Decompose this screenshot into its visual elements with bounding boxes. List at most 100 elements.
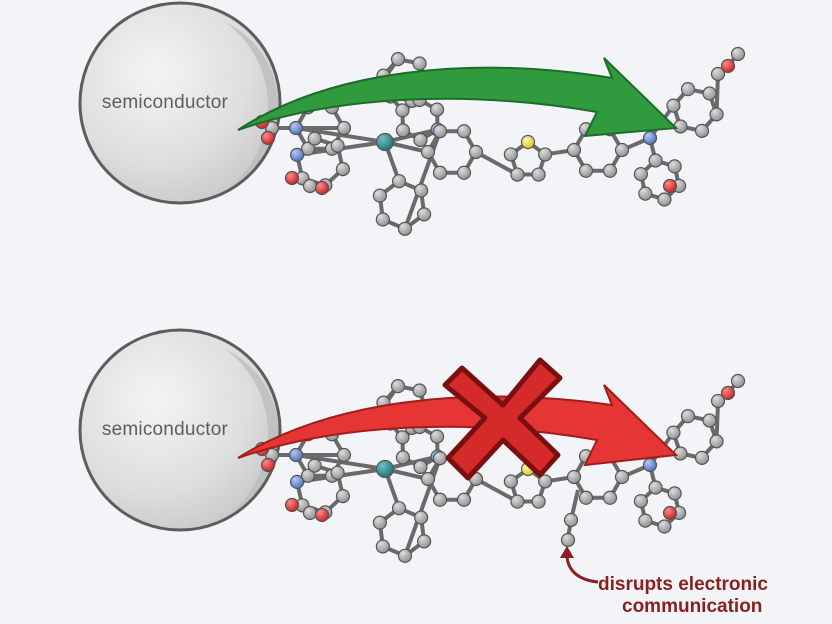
- nitrogen-atom: [642, 130, 658, 146]
- carbon-atom: [702, 86, 717, 101]
- carbon-atom: [390, 52, 406, 67]
- oxygen-atom: [260, 130, 276, 146]
- semiconductor-label: semiconductor: [102, 419, 229, 440]
- carbon-atom: [710, 393, 726, 409]
- carbon-atom: [375, 212, 390, 227]
- bond: [475, 477, 519, 504]
- carbon-atom: [694, 450, 710, 465]
- carbon-atom: [417, 207, 432, 222]
- carbon-atom: [614, 469, 630, 485]
- carbon-atom: [395, 123, 411, 138]
- nitrogen-atom: [288, 447, 304, 463]
- carbon-atom: [372, 515, 387, 530]
- oxygen-atom: [260, 457, 276, 473]
- carbon-atom: [432, 492, 448, 507]
- carbon-atom: [538, 147, 553, 162]
- carbon-atom: [300, 468, 316, 483]
- carbon-atom: [730, 46, 746, 62]
- carbon-atom: [375, 539, 390, 554]
- carbon-atom: [531, 494, 546, 509]
- carbon-atom: [429, 429, 445, 444]
- oxygen-atom: [720, 385, 736, 401]
- carbon-atom: [307, 458, 322, 473]
- carbon-atom: [456, 124, 472, 139]
- carbon-atom: [710, 66, 726, 82]
- panel-allowed-transfer: semiconductor: [78, 1, 746, 236]
- carbon-atom: [666, 98, 681, 113]
- carbon-atom: [709, 434, 724, 449]
- oxygen-atom: [284, 170, 300, 186]
- oxygen-atom: [314, 180, 330, 196]
- carbon-atom: [730, 373, 746, 389]
- oxygen-atom: [284, 497, 300, 513]
- carbon-atom: [429, 102, 445, 117]
- carbon-atom: [413, 132, 428, 148]
- carbon-atom: [372, 188, 387, 203]
- carbon-atom: [390, 379, 406, 394]
- nitrogen-atom: [288, 120, 304, 136]
- carbon-atom: [657, 519, 672, 534]
- carbon-atom: [397, 221, 413, 236]
- carbon-atom: [414, 183, 429, 198]
- carbon-atom: [673, 446, 688, 461]
- carbon-atom: [510, 494, 525, 509]
- carbon-atom: [391, 501, 407, 516]
- carbon-atom: [336, 120, 352, 136]
- carbon-atom: [503, 474, 518, 489]
- carbon-atom: [456, 492, 472, 507]
- carbon-atom: [395, 103, 410, 118]
- carbon-atom: [395, 430, 410, 445]
- carbon-atom: [614, 142, 630, 158]
- oxygen-atom: [720, 58, 736, 74]
- carbon-atom: [566, 142, 582, 158]
- carbon-atom: [510, 167, 525, 182]
- carbon-atom: [432, 124, 448, 139]
- semiconductor-label: semiconductor: [102, 92, 229, 113]
- carbon-atom: [307, 131, 322, 146]
- carbon-atom: [335, 161, 351, 177]
- bond: [403, 457, 442, 557]
- carbon-atom: [666, 425, 681, 440]
- iridium-atom: [375, 132, 395, 152]
- carbon-atom: [680, 82, 696, 97]
- annotation-pointer-arrow: [560, 546, 599, 584]
- panel-blocked-transfer: semiconductor disrupts electronic commun…: [78, 328, 768, 617]
- carbon-atom: [633, 166, 648, 182]
- methyl-substituent: [560, 489, 580, 548]
- nitrogen-atom: [642, 457, 658, 473]
- carbon-atom: [702, 413, 717, 428]
- iridium-atom: [375, 459, 395, 479]
- carbon-atom: [638, 186, 653, 201]
- carbon-atom: [420, 144, 436, 160]
- carbon-atom: [391, 174, 407, 189]
- carbon-atom: [602, 163, 618, 178]
- carbon-atom: [648, 153, 663, 168]
- carbon-atom: [578, 490, 594, 505]
- carbon-atom: [694, 123, 710, 138]
- annotation-line-2: communication: [622, 596, 762, 617]
- carbon-atom: [602, 490, 618, 505]
- blocked-x-icon: [442, 357, 563, 481]
- carbon-atom: [531, 167, 546, 182]
- carbon-atom: [417, 534, 432, 549]
- oxygen-atom: [662, 505, 678, 521]
- carbon-atom: [302, 505, 318, 521]
- carbon-atom: [330, 138, 345, 153]
- carbon-atom: [648, 480, 663, 495]
- oxygen-atom: [662, 178, 678, 194]
- carbon-atom: [395, 450, 411, 465]
- molecule: [254, 373, 746, 563]
- carbon-atom: [413, 459, 428, 475]
- carbon-atom: [566, 469, 582, 485]
- semiconductor-sphere: [78, 328, 282, 532]
- bond: [475, 150, 519, 177]
- carbon-atom: [638, 513, 653, 528]
- carbon-atom: [412, 383, 427, 398]
- bond: [295, 453, 386, 471]
- carbon-atom: [680, 409, 696, 424]
- carbon-atom: [336, 447, 352, 463]
- carbon-atom: [302, 178, 318, 194]
- carbon-atom: [633, 493, 648, 509]
